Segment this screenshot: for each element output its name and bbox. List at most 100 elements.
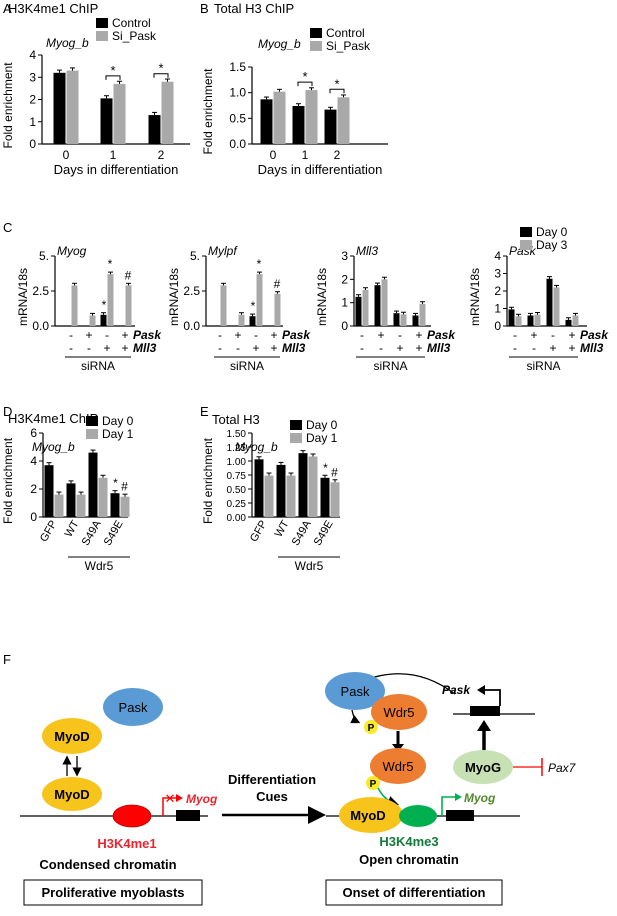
mll3-sign: + <box>396 341 403 355</box>
y-tick-label: 0.0 <box>32 319 49 333</box>
mll3-row-label: Mll3 <box>427 341 451 355</box>
legend-label: Day 3 <box>536 238 568 252</box>
panel-letter-f: F <box>3 652 11 667</box>
h3k4me1-label: H3K4me1 <box>97 836 156 851</box>
pask-sign: + <box>234 328 241 342</box>
bar-series1 <box>66 483 76 517</box>
y-tick-label: 1 <box>29 115 36 129</box>
pask-promoter-arrowhead <box>477 685 485 695</box>
x-axis-label: Days in differentiation <box>54 162 179 177</box>
myod-protein-right <box>339 797 403 833</box>
bar-series2 <box>273 91 286 144</box>
chart-title: Total H3 <box>212 412 260 427</box>
y-tick-label: 2 <box>30 482 37 496</box>
mll3-sign: - <box>218 341 222 355</box>
chart-panel-c2: 0.02.55.mRNA/18sMylpf**#-+-+--++PaskMll3… <box>167 244 311 373</box>
myog-to-pask-arrowhead <box>477 720 491 731</box>
x-tick-label: S49A <box>80 518 104 548</box>
mll3-row-label: Mll3 <box>133 341 157 355</box>
h3k4me1-nucleosome <box>112 804 152 828</box>
pask-sign: + <box>377 328 384 342</box>
proliferative-box <box>23 879 203 906</box>
bar-series1 <box>276 464 286 517</box>
y-tick-label: 0.75 <box>227 471 247 482</box>
phospho-label-bottom: P <box>370 779 377 790</box>
significance-marker: * <box>108 257 113 271</box>
legend-label: Si_Pask <box>326 39 371 53</box>
significance-marker: * <box>158 61 163 76</box>
bar-series2 <box>125 285 132 326</box>
y-axis-label: mRNA/18s <box>315 268 329 326</box>
x-tick-label: S49E <box>102 519 126 548</box>
condensed-chromatin-label: Condensed chromatin <box>39 857 176 872</box>
chart-subtitle: Mll3 <box>356 244 378 258</box>
legend-label: Control <box>112 16 151 30</box>
y-tick-label: 0.0 <box>183 319 200 333</box>
significance-marker: # <box>331 465 338 479</box>
group-label: Wdr5 <box>295 559 324 573</box>
mll3-sign: + <box>103 341 110 355</box>
y-tick-label: 2 <box>29 93 36 107</box>
bar-series1 <box>44 465 54 517</box>
x-tick-label: 0 <box>63 148 70 162</box>
bar-series2 <box>76 494 86 517</box>
bar-series2 <box>553 287 560 326</box>
significance-marker: * <box>110 63 115 78</box>
y-tick-label: 0.5 <box>229 111 246 125</box>
mll3-sign: - <box>532 341 536 355</box>
y-tick-label: 5. <box>39 249 49 263</box>
chart-title: Total H3 ChIP <box>214 1 294 16</box>
pask-sign: + <box>121 328 128 342</box>
bar-series2 <box>71 285 78 326</box>
bar-series1 <box>393 313 400 326</box>
pask-sign: + <box>270 328 277 342</box>
bar-series2 <box>330 482 340 517</box>
significance-marker: * <box>302 69 307 84</box>
bar-series2 <box>362 289 369 326</box>
x-tick-label: 2 <box>158 148 165 162</box>
y-tick-label: 1.0 <box>229 86 246 100</box>
x-tick-label: S49A <box>290 518 314 548</box>
bar-series2 <box>572 315 579 326</box>
panel-letter-c: C <box>3 220 12 235</box>
bar-series2 <box>66 70 79 144</box>
pask-gene-label: Pask <box>442 683 471 697</box>
panel-letter-d: D <box>3 404 12 419</box>
legend-swatch <box>290 433 302 443</box>
chart-panel-c1: 0.02.55.mRNA/18sMyog**#-+-+--++PaskMll3s… <box>16 244 162 373</box>
legend-swatch <box>310 41 322 51</box>
bar-series1 <box>565 319 572 326</box>
y-tick-label: 0 <box>30 510 37 524</box>
y-axis-label: mRNA/18s <box>167 268 181 326</box>
pask-protein-left <box>103 688 163 726</box>
significance-marker: * <box>257 257 262 271</box>
x-tick-label: S49E <box>312 519 336 548</box>
chart-subtitle: Myog_b <box>235 440 278 454</box>
chart-subtitle: Myog_b <box>46 36 89 50</box>
bar-series1 <box>374 285 381 326</box>
pask-row-label: Pask <box>282 328 311 342</box>
pask-sign: - <box>513 328 517 342</box>
y-axis-label: Fold enrichment <box>1 437 15 524</box>
bar-series2 <box>274 293 281 326</box>
x-tick-label: GFP <box>38 519 60 545</box>
bar-series2 <box>419 303 426 326</box>
y-axis-label: mRNA/18s <box>16 268 30 326</box>
y-tick-label: 1.5 <box>229 60 246 74</box>
legend-label: Day 1 <box>102 427 134 441</box>
pask-sign: - <box>69 328 73 342</box>
y-axis-label: mRNA/18s <box>468 268 482 326</box>
legend-swatch <box>96 31 108 41</box>
significance-marker: # <box>274 277 281 291</box>
bar-series1 <box>292 106 305 144</box>
chart-subtitle: Myog_b <box>258 37 301 51</box>
y-axis-label: Fold enrichment <box>201 437 215 524</box>
pask-row-label: Pask <box>133 328 162 342</box>
pask-sign: - <box>398 328 402 342</box>
mechanism-diagram: Pask MyoD MyoD ✕ Myog H3K4me1 Condensed … <box>20 672 577 906</box>
